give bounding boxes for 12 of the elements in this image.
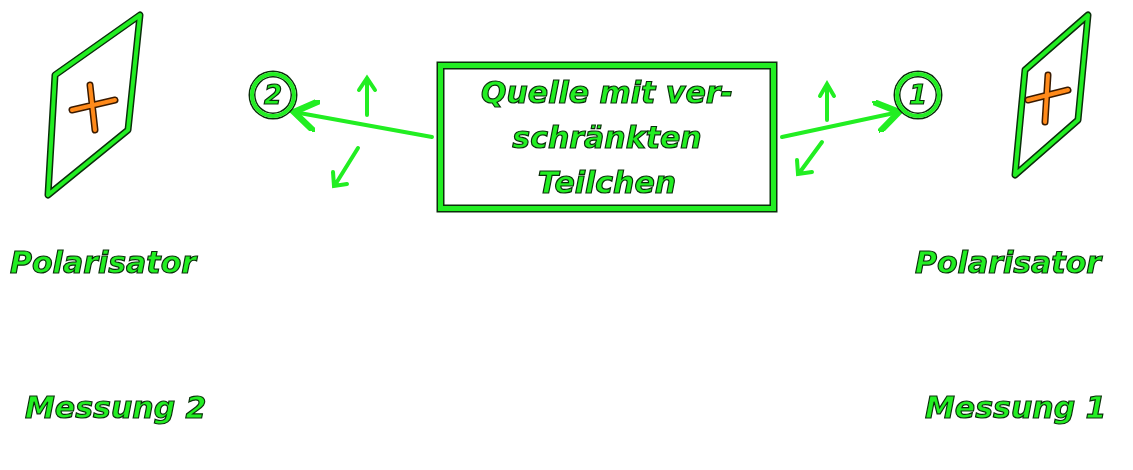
box-label: Quelle mit ver- schränkten Teilchen [479, 73, 734, 202]
callout-number: 2 [263, 78, 283, 112]
handwritten-label: Polarisator [915, 245, 1102, 280]
handwritten-label: Polarisator [10, 245, 197, 280]
arrow [780, 98, 903, 139]
handwritten-label: Messung 1 [925, 390, 1107, 425]
callout-number: 1 [908, 78, 928, 112]
number-circle [895, 72, 941, 118]
process-box [438, 63, 776, 211]
arrow [290, 97, 434, 139]
number-circle [250, 72, 296, 118]
handwritten-label: Messung 2 [25, 390, 207, 425]
